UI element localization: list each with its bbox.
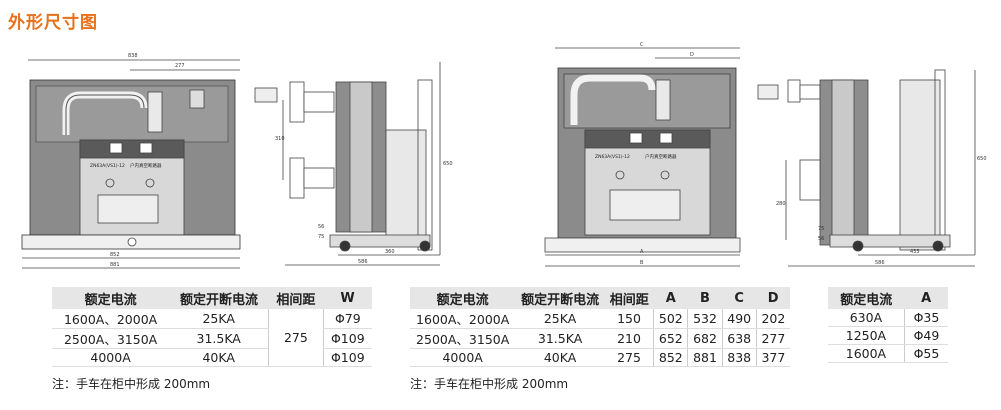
table-cell: 490 bbox=[721, 309, 757, 329]
dim-433: 433 bbox=[910, 249, 920, 255]
table-cell: 210 bbox=[604, 328, 654, 349]
dim-b: B bbox=[640, 260, 644, 266]
table-row: 630A Φ35 bbox=[828, 309, 948, 327]
left-front-view: 838 277 ZN63A(VS1)-12 户内真空断路器 852 881 bbox=[21, 53, 241, 269]
dim-d: D bbox=[690, 52, 694, 58]
table-row: 4000A 40KA Φ109 bbox=[52, 348, 372, 367]
table-cell: Φ109 bbox=[322, 328, 372, 349]
table-cell: 4000A bbox=[52, 348, 170, 367]
table-row: 1600A Φ55 bbox=[828, 344, 948, 363]
table-cell-spacing: 275 bbox=[268, 309, 324, 367]
dim-280: 280 bbox=[776, 201, 786, 207]
right-front-view: C D ZN63A(VS1)-12 户内真空断路器 A B bbox=[544, 42, 741, 267]
spec-table-3: 额定电流 A 630A Φ35 1250A Φ49 1600A Φ55 bbox=[828, 287, 948, 363]
dim-75-left: 75 bbox=[318, 234, 324, 240]
dim-310: 310 bbox=[275, 136, 285, 142]
dim-277: 277 bbox=[175, 63, 185, 69]
dim-56-left: 56 bbox=[318, 224, 324, 230]
table-cell: 25KA bbox=[515, 309, 605, 329]
table1-header: W bbox=[323, 287, 372, 309]
table-cell: Φ35 bbox=[903, 309, 948, 327]
dim-881: 881 bbox=[110, 262, 120, 268]
table-cell: 1600A、2000A bbox=[52, 309, 170, 329]
dim-838: 838 bbox=[128, 53, 138, 59]
dim-650-left: 650 bbox=[443, 161, 453, 167]
table2-header: 额定电流 bbox=[410, 287, 516, 309]
table-cell: Φ79 bbox=[322, 309, 372, 329]
dim-650-right: 650 bbox=[977, 156, 987, 162]
table-cell: 150 bbox=[604, 309, 654, 329]
table-cell: 275 bbox=[604, 348, 654, 367]
table-cell: 630A bbox=[828, 309, 905, 327]
table-cell: 1600A bbox=[828, 344, 905, 363]
table-cell: Φ55 bbox=[903, 344, 948, 363]
table-row: 4000A 40KA 275 852 881 838 377 bbox=[410, 348, 790, 367]
table-row: 1600A、2000A 25KA 275 Φ79 bbox=[52, 309, 372, 367]
table-cell: 31.5KA bbox=[169, 328, 269, 349]
left-side-view: 650 310 56 75 360 586 bbox=[254, 62, 453, 266]
left-nameplate-cn: 户内真空断路器 bbox=[130, 162, 162, 169]
right-side-view: 650 280 75 56 433 586 bbox=[757, 69, 987, 267]
table-cell: 2500A、3150A bbox=[410, 328, 516, 349]
table-cell: 202 bbox=[755, 309, 790, 329]
spec-table-1: 额定电流 额定开断电流 相间距 W 1600A、2000A 25KA 275 Φ… bbox=[52, 287, 372, 367]
table2-header: C bbox=[722, 287, 757, 309]
dim-56-right: 56 bbox=[818, 236, 824, 242]
left-nameplate: ZN63A(VS1)-12 bbox=[90, 163, 125, 169]
table3-header: 额定电流 bbox=[828, 287, 905, 309]
table2-header: B bbox=[687, 287, 723, 309]
table-cell: Φ109 bbox=[322, 348, 372, 367]
dim-586-right: 586 bbox=[875, 260, 885, 266]
table3-header: A bbox=[904, 287, 948, 309]
table-cell: 4000A bbox=[410, 348, 516, 367]
table2-header: D bbox=[756, 287, 790, 309]
dim-a: A bbox=[640, 249, 644, 255]
table-cell: 1250A bbox=[828, 326, 905, 345]
table-cell: 40KA bbox=[515, 348, 605, 367]
table-row: 1250A Φ49 bbox=[828, 326, 948, 345]
table-cell: 638 bbox=[721, 328, 757, 349]
dim-360: 360 bbox=[385, 249, 395, 255]
dim-75-right: 75 bbox=[818, 226, 824, 232]
note-right: 注：手车在柜中形成 200mm bbox=[410, 377, 569, 391]
table-cell: 2500A、3150A bbox=[52, 328, 170, 349]
table-cell: 25KA bbox=[169, 309, 269, 329]
right-nameplate: ZN63A(VS1)-12 bbox=[595, 154, 630, 160]
dim-586-left: 586 bbox=[358, 259, 368, 265]
dim-852: 852 bbox=[110, 252, 120, 258]
spec-table-2: 额定电流 额定开断电流 相间距 A B C D 1600A、2000A 25KA… bbox=[410, 287, 790, 367]
table2-header: 相间距 bbox=[604, 287, 654, 309]
table-cell: 502 bbox=[653, 309, 688, 329]
table-cell: 682 bbox=[687, 328, 723, 349]
table2-header: 额定开断电流 bbox=[515, 287, 605, 309]
note-left: 注：手车在柜中形成 200mm bbox=[52, 377, 211, 391]
right-nameplate-cn: 户内真空断路器 bbox=[645, 153, 677, 160]
table2-header: A bbox=[653, 287, 688, 309]
page-title: 外形尺寸图 bbox=[8, 13, 98, 33]
dim-c: C bbox=[640, 42, 644, 48]
table-cell: 881 bbox=[687, 348, 723, 367]
table1-header: 额定电流 bbox=[52, 287, 170, 309]
dimension-drawings: 838 277 ZN63A(VS1)-12 户内真空断路器 852 881 bbox=[21, 42, 987, 269]
table-row: 2500A、3150A 31.5KA 210 652 682 638 277 bbox=[410, 328, 790, 349]
table-cell: 852 bbox=[653, 348, 688, 367]
table-cell: 652 bbox=[653, 328, 688, 349]
table-cell: 377 bbox=[755, 348, 790, 367]
table1-header: 额定开断电流 bbox=[169, 287, 269, 309]
table1-header: 相间距 bbox=[268, 287, 324, 309]
table-cell: 838 bbox=[721, 348, 757, 367]
table-cell: 532 bbox=[687, 309, 723, 329]
table-row: 1600A、2000A 25KA 150 502 532 490 202 bbox=[410, 309, 790, 329]
table-cell: 31.5KA bbox=[515, 328, 605, 349]
table-cell: 277 bbox=[755, 328, 790, 349]
table-row: 2500A、3150A 31.5KA Φ109 bbox=[52, 328, 372, 349]
table-cell: Φ49 bbox=[903, 326, 948, 345]
table-cell: 40KA bbox=[169, 348, 269, 367]
table-cell: 1600A、2000A bbox=[410, 309, 516, 329]
